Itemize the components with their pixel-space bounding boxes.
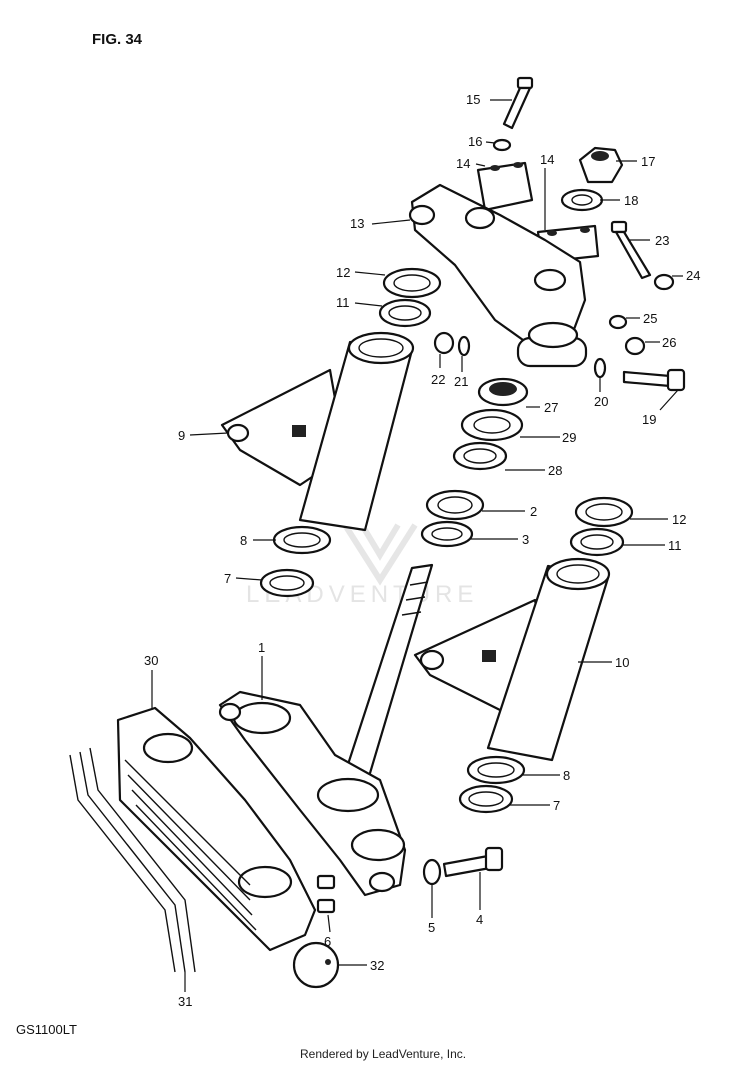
- part-1-steering-stem: [218, 563, 434, 897]
- callout-31: 31: [178, 994, 192, 1009]
- callout-8-left: 8: [240, 533, 247, 548]
- callout-26: 26: [662, 335, 676, 350]
- callout-2: 2: [530, 504, 537, 519]
- part-4-bolt: [442, 846, 504, 878]
- part-32-emblem: [292, 941, 340, 989]
- callout-21: 21: [454, 374, 468, 389]
- figure-title: FIG. 34: [92, 31, 143, 48]
- footer-credit: Rendered by LeadVenture, Inc.: [300, 1047, 466, 1061]
- part-12-seal-right: [574, 496, 634, 528]
- part-30-lower-cover: [116, 706, 317, 952]
- callout-27: 27: [544, 400, 558, 415]
- callout-15: 15: [466, 92, 480, 107]
- callout-4: 4: [476, 912, 483, 927]
- model-label: GS1100LT: [16, 1022, 77, 1037]
- callout-3: 3: [522, 532, 529, 547]
- callout-25: 25: [643, 311, 657, 326]
- part-25-nut: [608, 314, 628, 330]
- part-29-bearing: [460, 408, 524, 442]
- part-27-ring-nut: [477, 377, 529, 407]
- leader-lines: [151, 99, 683, 992]
- part-17-stem-nut: [578, 146, 624, 184]
- callout-28: 28: [548, 463, 562, 478]
- watermark-logo: [342, 523, 418, 586]
- part-2-bearing: [425, 489, 485, 521]
- part-22-cap-nut: [433, 331, 455, 355]
- callout-32: 32: [370, 958, 384, 973]
- callout-17: 17: [641, 154, 655, 169]
- part-21-washer: [457, 335, 471, 357]
- part-20-washer: [593, 357, 607, 379]
- part-6-clip: [316, 874, 336, 914]
- callout-13: 13: [350, 216, 364, 231]
- callout-labels: 15 16 14 14 17 18 13 23 24 12 11 25 26 2…: [144, 92, 700, 1009]
- part-11-seal-right: [569, 527, 625, 557]
- callout-7-left: 7: [224, 571, 231, 586]
- callout-16: 16: [468, 134, 482, 149]
- callout-14-a: 14: [456, 156, 470, 171]
- callout-11-right: 11: [668, 538, 682, 553]
- part-24-washer: [653, 273, 675, 291]
- part-14-clamp-upper: [476, 161, 534, 212]
- part-18-washer: [560, 188, 604, 212]
- callout-1: 1: [258, 640, 265, 655]
- callout-12-right: 12: [672, 512, 686, 527]
- callout-22: 22: [431, 372, 445, 387]
- callout-9: 9: [178, 428, 185, 443]
- callout-6: 6: [324, 934, 331, 949]
- callout-23: 23: [655, 233, 669, 248]
- callout-20: 20: [594, 394, 608, 409]
- part-16-nut: [492, 138, 512, 152]
- part-9-fork-cover-left: [220, 331, 415, 532]
- callout-30: 30: [144, 653, 158, 668]
- part-5-washer: [422, 858, 442, 886]
- part-3-race: [420, 520, 474, 548]
- callout-19: 19: [642, 412, 656, 427]
- part-15-bolt: [502, 76, 534, 130]
- part-31-trim-strip: [69, 747, 196, 973]
- callout-24: 24: [686, 268, 700, 283]
- part-7-washer-left: [259, 568, 315, 598]
- part-12-seal-left: [382, 267, 442, 299]
- part-8-seal-left: [272, 525, 332, 555]
- callout-10: 10: [615, 655, 629, 670]
- part-11-seal-left: [378, 298, 432, 328]
- callout-12-left: 12: [336, 265, 350, 280]
- callout-29: 29: [562, 430, 576, 445]
- callout-18: 18: [624, 193, 638, 208]
- part-26-cap-nut: [624, 336, 646, 356]
- part-7-washer-right: [458, 784, 514, 814]
- callout-7-right: 7: [553, 798, 560, 813]
- callout-14-b: 14: [540, 152, 554, 167]
- part-28-race: [452, 441, 508, 471]
- callout-11-left: 11: [336, 295, 350, 310]
- part-10-fork-cover-right: [413, 557, 611, 762]
- callout-8-right: 8: [563, 768, 570, 783]
- callout-5: 5: [428, 920, 435, 935]
- part-13-upper-bracket: [408, 183, 588, 368]
- part-19-bolt: [622, 368, 686, 392]
- part-8-seal-right: [466, 755, 526, 785]
- part-23-bolt: [610, 220, 652, 280]
